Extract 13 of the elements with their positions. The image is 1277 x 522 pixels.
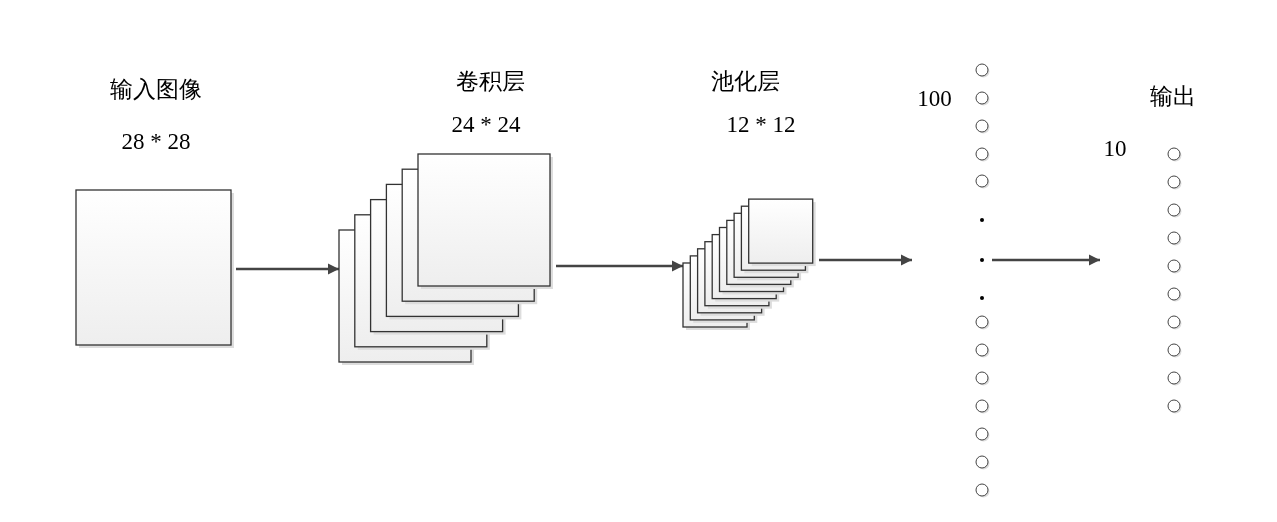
arrow <box>556 260 683 272</box>
layer-title: 卷积层 <box>454 69 526 95</box>
size-label: 28 * 28 <box>120 129 192 155</box>
arrow <box>819 254 912 266</box>
layer-title: 100 <box>916 86 953 112</box>
size-label: 24 * 24 <box>450 112 522 138</box>
size-label: 12 * 12 <box>725 112 797 138</box>
arrow <box>236 263 339 275</box>
layer-title: 池化层 <box>709 69 781 95</box>
layer-title: 输入图像 <box>109 77 203 103</box>
layer-title: 输出 <box>1148 84 1197 110</box>
size-label: 10 <box>1102 136 1128 162</box>
arrow <box>992 254 1100 266</box>
